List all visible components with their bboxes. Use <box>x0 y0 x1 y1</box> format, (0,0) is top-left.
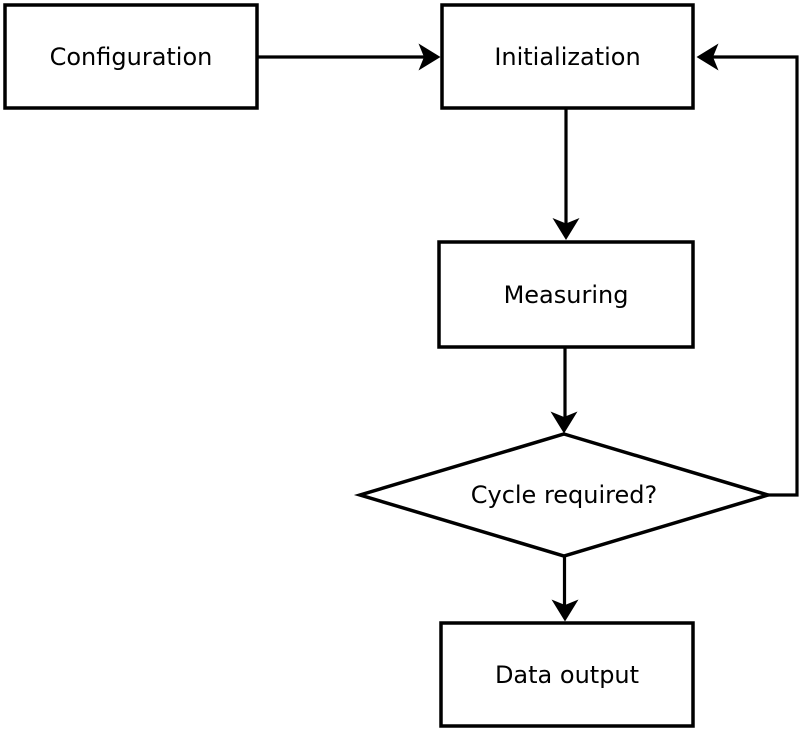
edge-cycle-required-loop-to-initialization <box>696 43 799 497</box>
node-measuring <box>437 240 695 349</box>
edge-configuration-to-initialization <box>258 43 441 71</box>
node-configuration <box>3 3 259 110</box>
arrowhead-left-icon <box>696 43 719 71</box>
arrowhead-down-icon <box>550 411 578 434</box>
arrowhead-right-icon <box>418 43 441 71</box>
node-cycle-required <box>353 432 775 558</box>
node-data-output <box>439 621 695 728</box>
edge-measuring-to-cycle-required <box>550 348 578 434</box>
arrowhead-down-icon <box>552 218 580 240</box>
node-measuring-label: Measuring <box>504 281 629 309</box>
node-initialization <box>440 3 695 110</box>
node-configuration-label: Configuration <box>50 43 213 71</box>
node-data-output-label: Data output <box>495 661 639 689</box>
edge-initialization-to-measuring <box>552 109 580 240</box>
edge-line-feedback-loop <box>711 55 799 497</box>
edge-cycle-required-to-data-output <box>551 556 579 622</box>
node-cycle-required-label: Cycle required? <box>471 481 658 509</box>
node-initialization-label: Initialization <box>494 43 640 71</box>
arrowhead-down-icon <box>551 599 579 622</box>
